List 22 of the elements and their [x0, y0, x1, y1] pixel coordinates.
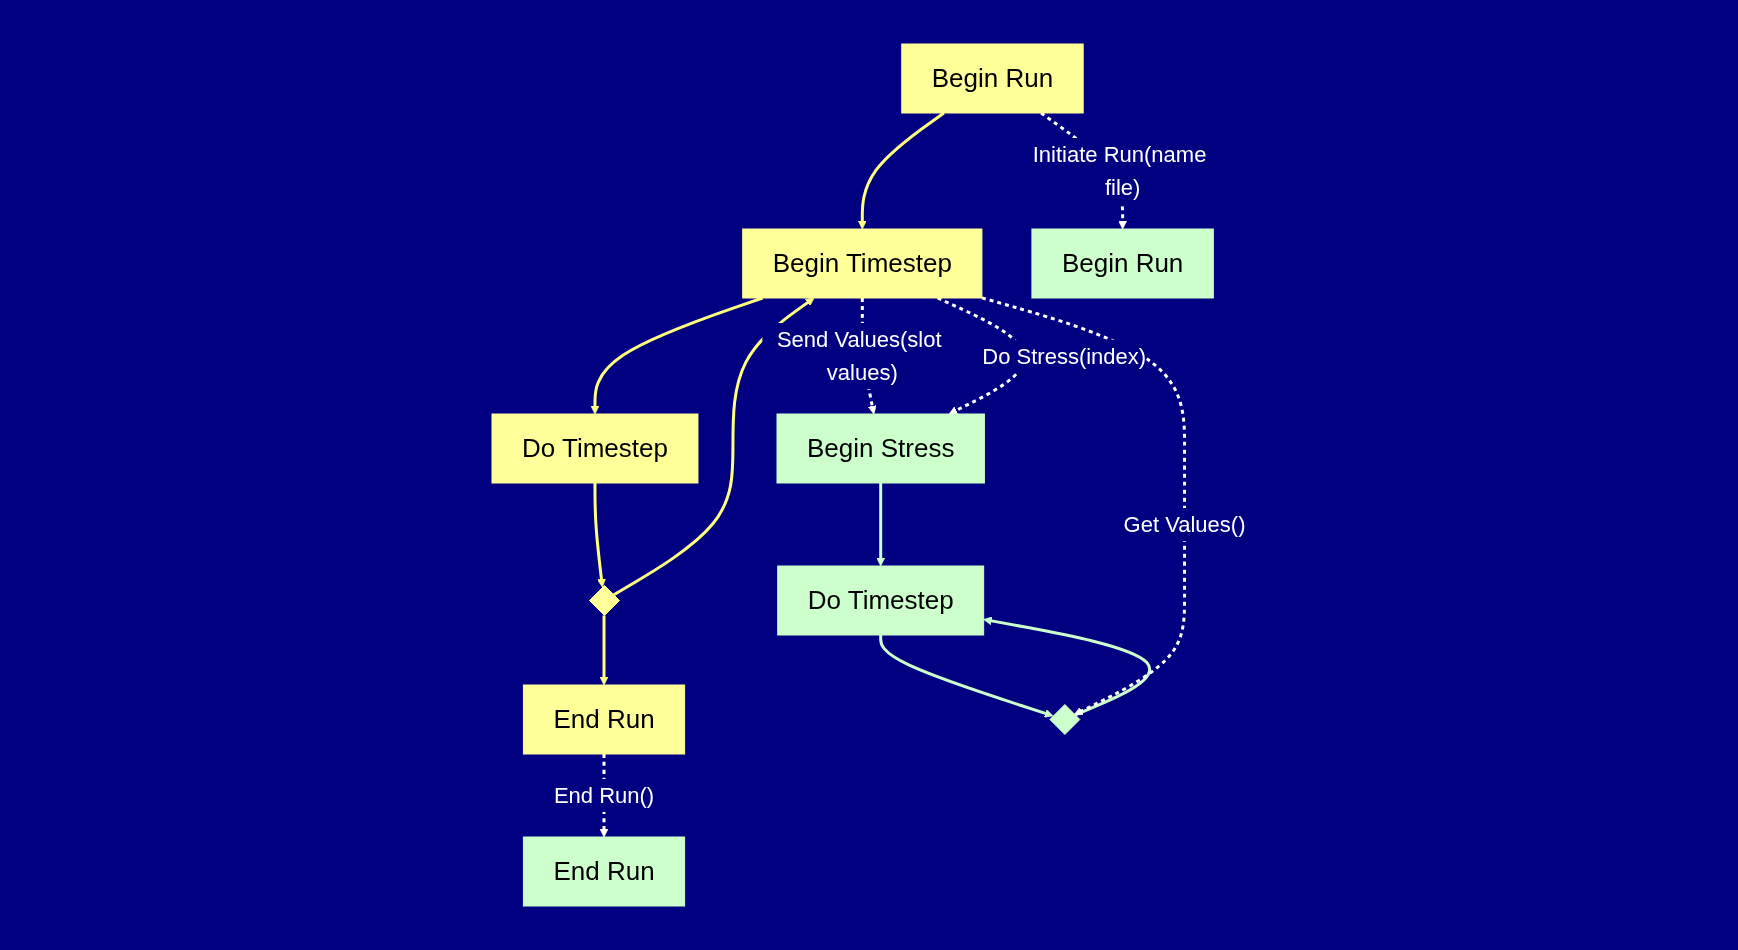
arrow	[876, 483, 886, 567]
edge-label: Initiate Run(name file)	[1033, 142, 1207, 200]
node-box: Begin Run	[901, 43, 1084, 114]
node-diamond	[1049, 704, 1081, 735]
node-box: Do Timestep	[491, 413, 699, 484]
node-box: Begin Timestep	[742, 228, 983, 299]
node-diamond	[589, 585, 621, 616]
edge-label: Send Values(slot values)	[777, 327, 942, 385]
node-box: End Run	[523, 836, 686, 907]
arrow	[612, 297, 815, 597]
node-box: Begin Run	[1031, 228, 1215, 299]
arrow	[983, 616, 1152, 717]
edge-label: Get Values()	[1123, 512, 1246, 537]
arrow	[599, 615, 609, 686]
arrow	[593, 483, 607, 588]
node-box: Begin Stress	[776, 413, 986, 484]
node-box: End Run	[523, 684, 686, 755]
arrow	[981, 296, 1187, 715]
edge-label: End Run()	[554, 783, 655, 808]
arrow	[879, 635, 1054, 718]
edge-label: Do Stress(index)	[982, 343, 1147, 369]
node-box: Do Timestep	[777, 565, 985, 636]
